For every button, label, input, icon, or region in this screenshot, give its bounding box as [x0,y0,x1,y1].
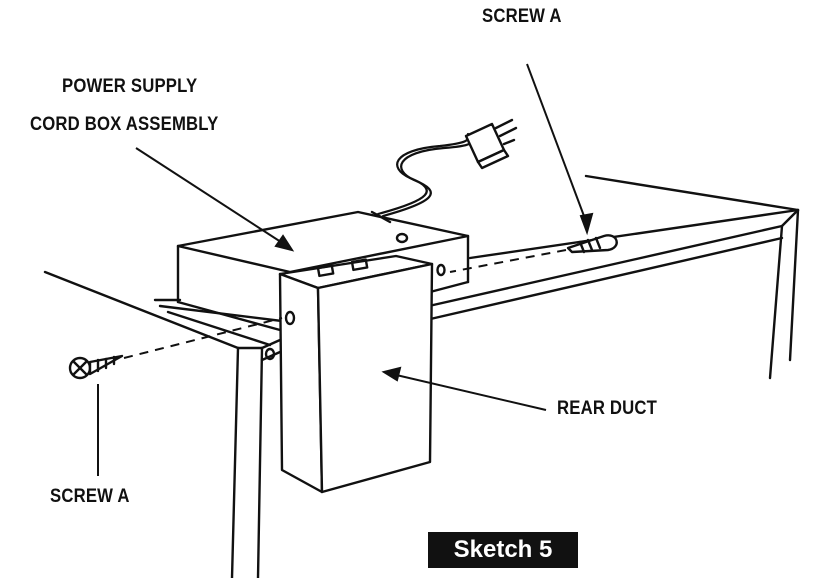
cabinet-left-panel [43,270,292,578]
leader-power-supply [135,147,285,245]
arrowhead-rear-duct [381,366,402,382]
screw-a-bottom-label: SCREW A [50,486,130,507]
rear-duct-label: REAR DUCT [557,398,658,419]
screw-a-bottom-screw [68,354,124,380]
screw-a-top-label: SCREW A [482,6,562,27]
screw-path-bottom [123,317,283,359]
screw-a-top-screw [566,234,618,254]
power-supply-cord-box [176,210,470,332]
leader-rear-duct [391,373,547,411]
power-cord-plug [376,118,518,218]
arrowhead-power-supply [274,234,295,252]
leader-screw-a-top [526,63,588,225]
power-supply-label-line1: POWER SUPPLY [62,76,198,97]
sketch-number-badge: Sketch 5 [428,532,578,568]
rear-duct [264,254,434,494]
cabinet-top-outline [418,174,800,380]
power-supply-label-line2: CORD BOX ASSEMBLY [30,114,219,135]
screw-path-top [449,249,567,273]
arrowhead-screw-a-top [579,212,594,236]
